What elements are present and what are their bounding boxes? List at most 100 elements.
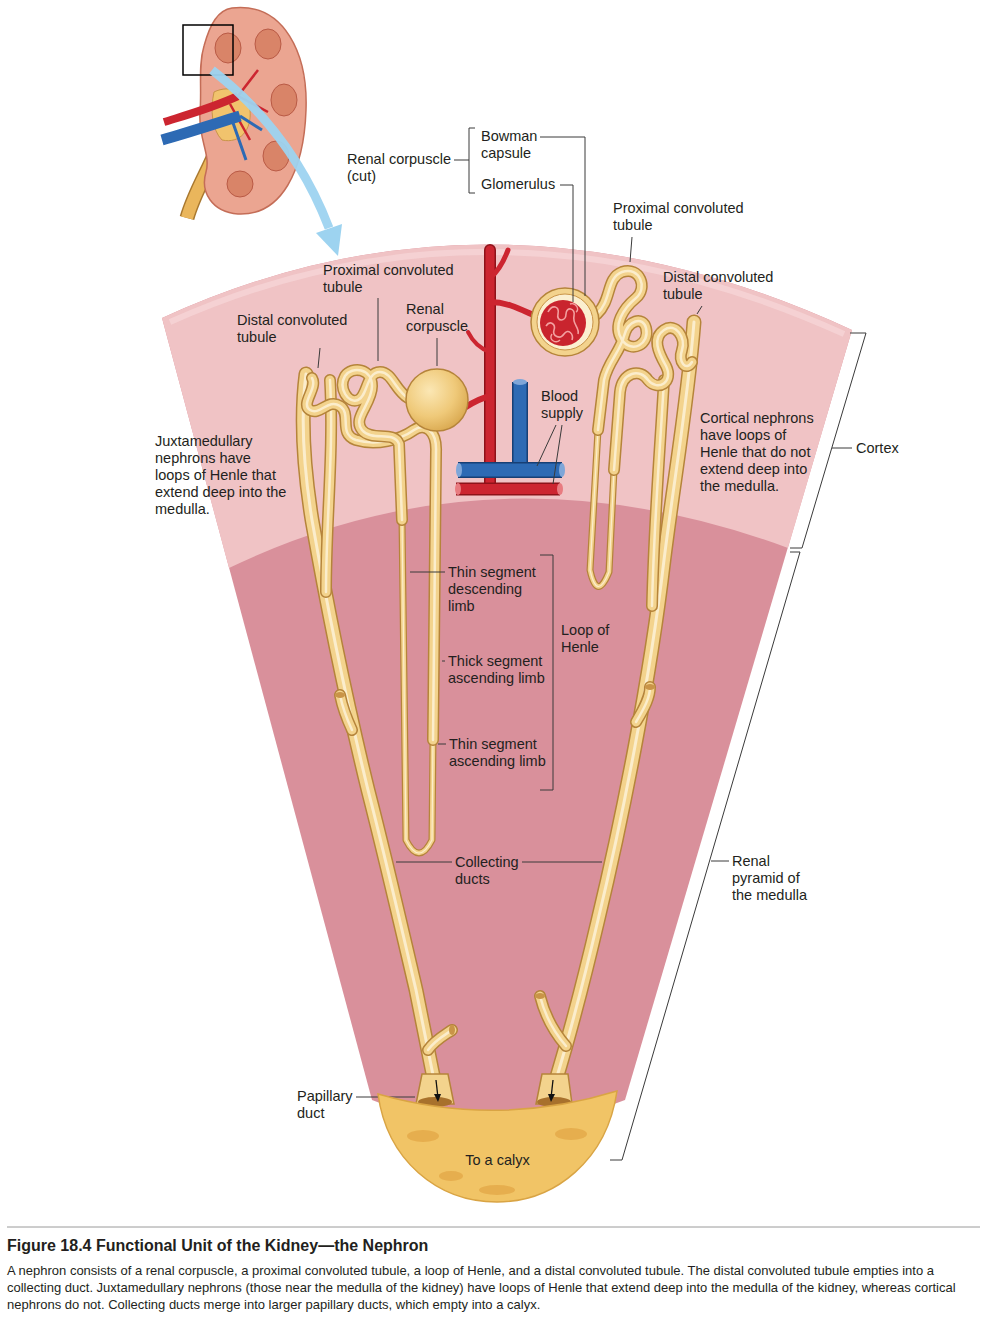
blood-vessels (456, 463, 462, 477)
tubules (548, 1094, 555, 1102)
blood-vessels (455, 250, 565, 495)
leader-lines (318, 128, 866, 1160)
tubules (535, 993, 545, 999)
tubules (428, 1030, 452, 1050)
tubules (434, 1094, 441, 1102)
blood-vessels (512, 382, 528, 470)
tubules (540, 996, 566, 1046)
callout-label: Proximal convoluted tubule (613, 200, 753, 234)
blood-vessels (458, 462, 562, 478)
tubules (340, 695, 352, 730)
leader-lines (454, 128, 475, 193)
callout-label: Loop of Henle (561, 622, 623, 656)
blood-vessels (513, 379, 527, 385)
callout-label: Collecting ducts (455, 854, 537, 888)
kidney-inset (212, 70, 329, 228)
callout-label: Renal corpuscle (406, 301, 482, 335)
leader-lines (560, 185, 573, 302)
tubules (303, 374, 434, 1080)
blood-vessels (468, 332, 490, 352)
kidney-wedge (162, 244, 852, 1125)
tubules (636, 687, 650, 722)
kidney-wedge (162, 244, 852, 568)
tubules (343, 370, 408, 520)
leader-lines (378, 298, 379, 361)
leader-lines (790, 333, 866, 548)
kidney-inset (162, 8, 342, 256)
calyx-outline (555, 1128, 587, 1140)
callout-label: Renal pyramid of the medulla (732, 853, 818, 904)
callout-label: Distal convoluted tubule (663, 269, 788, 303)
leader-lines (540, 137, 585, 296)
blood-vessels (514, 382, 527, 470)
figure-caption: A nephron consists of a renal corpuscle,… (7, 1262, 979, 1313)
leader-lines (437, 338, 438, 366)
callout-label: Bowman capsule (481, 128, 551, 162)
blood-vessels (466, 396, 490, 407)
kidney-inset (227, 171, 253, 197)
renal-corpuscles (406, 288, 599, 431)
callout-label: Thin segment ascending limb (449, 736, 551, 770)
renal-corpuscles (540, 300, 586, 346)
tubules (556, 322, 694, 1080)
callout-label: Proximal convoluted tubule (323, 262, 463, 296)
tubules (652, 380, 664, 606)
calyx-shape: To a calyx (375, 1088, 620, 1204)
tubules (652, 380, 664, 606)
blood-vessels (456, 483, 560, 496)
calyx-outline (479, 1185, 515, 1195)
calyx-outline (378, 1091, 617, 1202)
callout-label: Distal convoluted tubule (237, 312, 362, 346)
callout-label: Juxtamedullary nephrons have loops of He… (155, 433, 287, 518)
tubules (303, 271, 694, 1107)
tubules (636, 687, 650, 722)
leader-lines (442, 661, 445, 662)
leader-lines (410, 572, 445, 573)
blood-vessels (486, 250, 495, 488)
leader-lines (630, 237, 632, 262)
blood-vessels (559, 463, 565, 477)
kidney-inset (215, 33, 241, 63)
tubules (645, 684, 655, 690)
tubules (540, 996, 566, 1046)
figure-title: Figure 18.4 Functional Unit of the Kidne… (7, 1236, 977, 1256)
tubules (597, 271, 647, 430)
tubules (335, 692, 345, 698)
tubules (556, 322, 694, 1080)
callout-label: Thick segment ascending limb (448, 653, 550, 687)
leader-lines (832, 448, 852, 449)
tubules (540, 996, 566, 1046)
tubules (343, 370, 408, 520)
tubules (340, 695, 352, 730)
tubules (597, 271, 647, 430)
leader-lines (697, 306, 702, 314)
kidney-inset (271, 84, 297, 116)
leader-lines (537, 425, 562, 484)
leader-lines (318, 348, 320, 368)
renal-corpuscles (531, 288, 599, 356)
tubules (597, 271, 647, 430)
kidney-inset (162, 116, 240, 140)
caption-rule (7, 1227, 980, 1228)
renal-corpuscles (537, 294, 593, 350)
kidney-inset (316, 224, 342, 256)
blood-vessels (455, 483, 461, 495)
node-label: To a calyx (375, 1152, 620, 1169)
node-text-wrap: To a calyx (375, 1088, 620, 1169)
blood-vessels (557, 483, 563, 495)
tubules (449, 1025, 455, 1035)
callout-label: Renal corpuscle (cut) (347, 151, 463, 185)
tubules (343, 370, 408, 520)
tubules (428, 1030, 452, 1050)
leader-lines (711, 861, 729, 862)
renal-corpuscles (551, 304, 578, 342)
calyx-outline (439, 1171, 463, 1181)
kidney-inset (232, 116, 262, 160)
tubules (303, 374, 434, 1080)
tubules (303, 374, 434, 1080)
renal-corpuscles (406, 369, 468, 431)
kidney-inset (255, 29, 281, 59)
calyx-outline (375, 1088, 620, 1204)
blood-vessels (490, 250, 508, 278)
